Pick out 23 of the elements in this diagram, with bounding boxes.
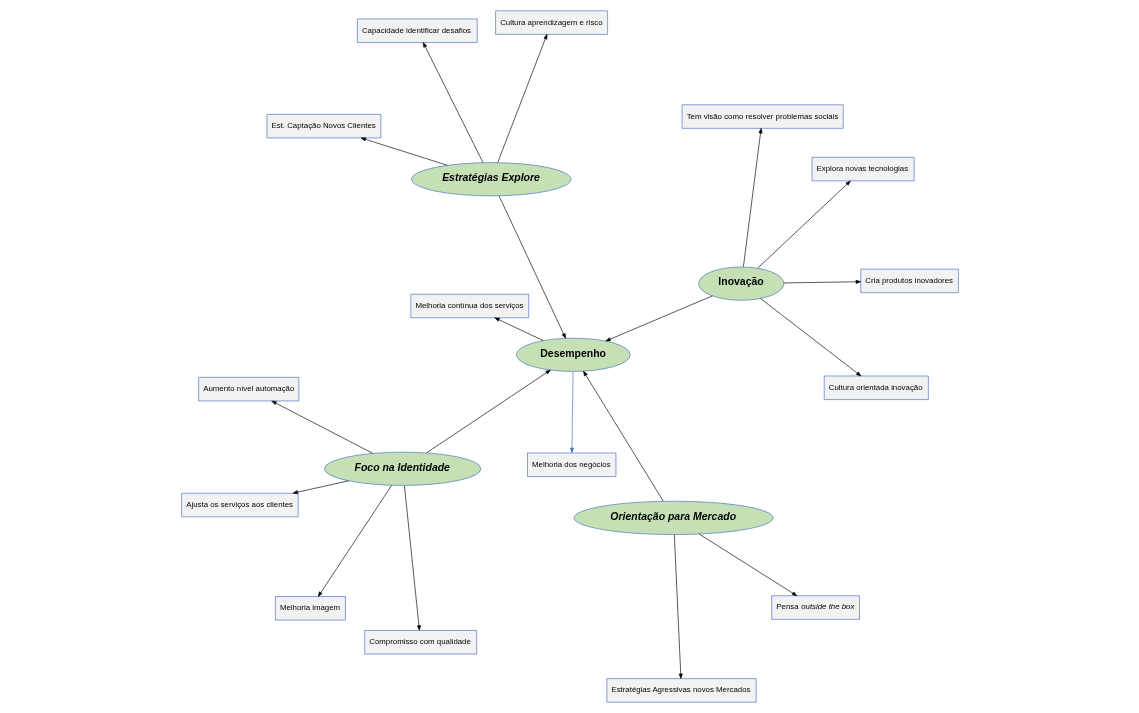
node-ellipse: Foco na Identidade <box>323 451 481 486</box>
arrow <box>270 400 373 454</box>
arrow <box>498 195 566 339</box>
node-ellipse: Estratégias Explore <box>410 162 571 197</box>
arrow <box>317 485 392 597</box>
node-ellipse: Orientação para Mercado <box>573 500 773 535</box>
arrow <box>360 137 448 166</box>
node-ellipse: Inovação <box>697 266 784 301</box>
arrow <box>292 480 349 495</box>
arrow <box>698 533 797 597</box>
arrow <box>604 295 712 342</box>
arrow <box>425 369 551 454</box>
arrow <box>493 317 543 341</box>
arrow <box>403 485 421 631</box>
arrow <box>759 298 861 377</box>
arrow <box>673 534 683 679</box>
arrow <box>496 34 547 163</box>
arrow <box>582 370 664 502</box>
arrow <box>783 279 861 284</box>
arrow <box>569 371 574 453</box>
arrow <box>756 180 851 269</box>
arrow <box>422 42 483 163</box>
arrow <box>742 128 762 268</box>
